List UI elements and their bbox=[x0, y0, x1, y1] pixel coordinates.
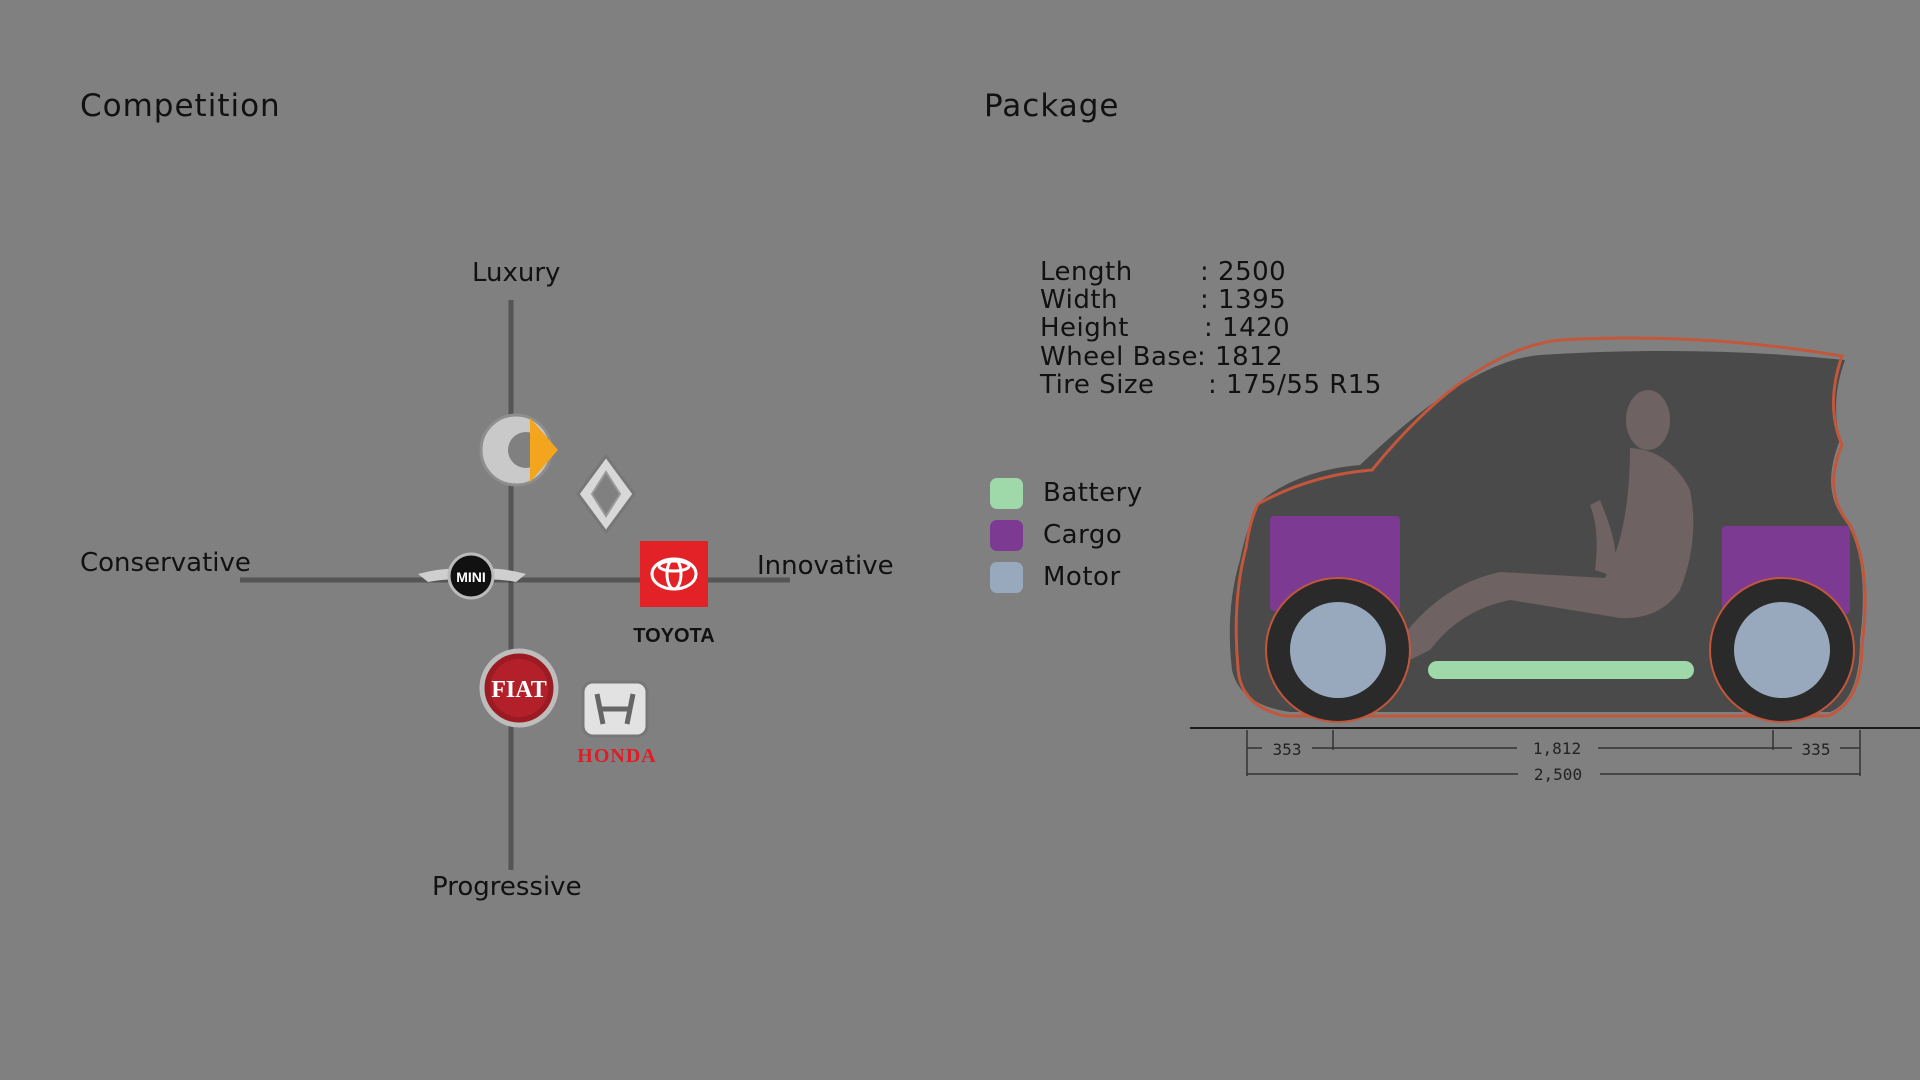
legend-item-cargo: Cargo bbox=[990, 518, 1122, 552]
spec-value: : 1395 bbox=[1200, 285, 1287, 315]
spec-value: : 2500 bbox=[1200, 257, 1287, 287]
fiat-logo-icon: FIAT bbox=[479, 648, 559, 728]
rear-wheel bbox=[1709, 577, 1855, 723]
axis-label-top: Luxury bbox=[472, 258, 561, 288]
spec-label: Width bbox=[1040, 285, 1119, 315]
toyota-wordmark: TOYOTA bbox=[633, 625, 714, 647]
battery-swatch bbox=[990, 477, 1023, 509]
spec-row-length: Length : 2500 bbox=[1040, 257, 1286, 287]
spec-value: : 1812 bbox=[1197, 342, 1284, 372]
spec-label: Tire Size bbox=[1040, 370, 1155, 400]
spec-row-tire-size: Tire Size : 175/55 R15 bbox=[1040, 370, 1381, 400]
spec-row-wheel-base: Wheel Base : 1812 bbox=[1040, 342, 1283, 372]
spec-label: Wheel Base bbox=[1040, 342, 1198, 372]
toyota-logo-icon bbox=[640, 541, 708, 607]
dim-wheel-base: 1,812 bbox=[1533, 739, 1581, 758]
axis-label-right: Innovative bbox=[757, 551, 894, 581]
smart-logo-icon bbox=[479, 413, 558, 487]
motor-swatch bbox=[990, 561, 1023, 593]
package-title: Package bbox=[984, 88, 1120, 124]
dim-front-overhang: 353 bbox=[1273, 740, 1302, 759]
vehicle-outline bbox=[1234, 336, 1867, 718]
dim-length: 2,500 bbox=[1534, 765, 1582, 784]
honda-wordmark: HONDA bbox=[577, 745, 656, 767]
axis-label-bottom: Progressive bbox=[432, 872, 582, 902]
dim-rear-overhang: 335 bbox=[1802, 740, 1831, 759]
legend-label: Cargo bbox=[1043, 520, 1123, 550]
renault-logo-icon bbox=[576, 453, 636, 535]
mini-logo-text: MINI bbox=[456, 569, 486, 585]
cargo-swatch bbox=[990, 519, 1023, 551]
legend-label: Motor bbox=[1043, 562, 1121, 592]
spec-row-height: Height : 1420 bbox=[1040, 313, 1290, 343]
competition-title: Competition bbox=[80, 88, 281, 124]
spec-label: Height bbox=[1040, 313, 1129, 343]
spec-value: : 1420 bbox=[1204, 313, 1291, 343]
spec-row-width: Width : 1395 bbox=[1040, 285, 1286, 315]
axis-label-left: Conservative bbox=[80, 548, 251, 578]
spec-value: : 175/55 R15 bbox=[1208, 370, 1382, 400]
legend-label: Battery bbox=[1043, 478, 1143, 508]
spec-label: Length bbox=[1040, 257, 1133, 287]
mini-logo-icon: MINI bbox=[418, 552, 526, 600]
honda-logo-icon bbox=[581, 680, 649, 738]
battery-pack bbox=[1428, 661, 1694, 679]
fiat-logo-text: FIAT bbox=[491, 677, 547, 703]
front-wheel bbox=[1265, 577, 1411, 723]
legend-item-battery: Battery bbox=[990, 476, 1143, 510]
legend-item-motor: Motor bbox=[990, 560, 1121, 594]
dimension-lines bbox=[1246, 730, 1861, 776]
occupant-silhouette bbox=[1400, 390, 1694, 660]
